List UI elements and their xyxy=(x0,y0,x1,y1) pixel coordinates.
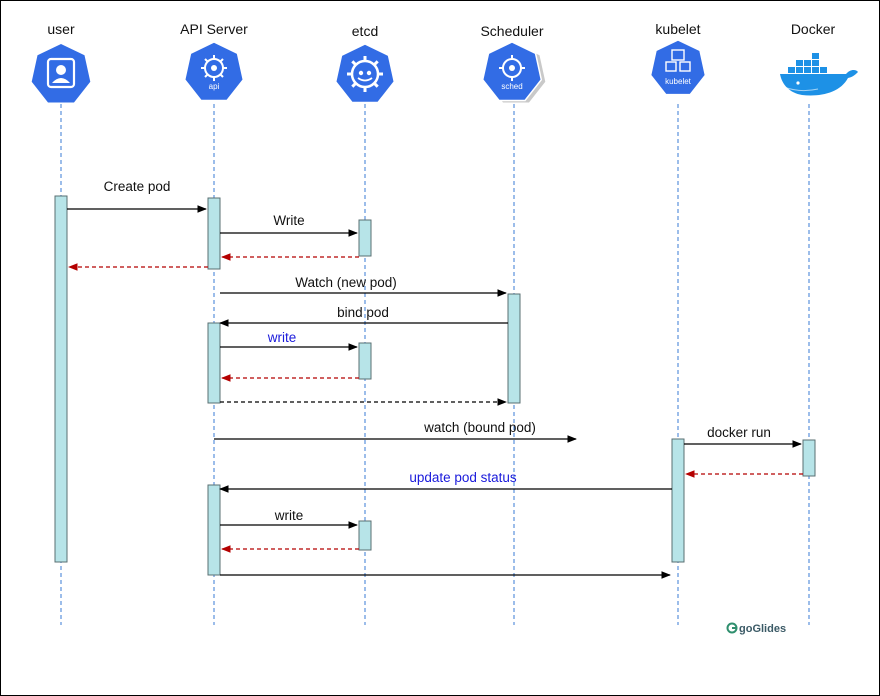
activations xyxy=(54,195,816,576)
activation-api-3 xyxy=(207,484,221,576)
api-badge-text: api xyxy=(209,82,220,91)
kubelet-icon: kubelet xyxy=(649,39,707,96)
activation-docker xyxy=(802,439,816,477)
message-label-docker-run: docker run xyxy=(707,425,771,440)
actor-label-kubelet: kubelet xyxy=(655,21,700,37)
sched-badge-text: sched xyxy=(501,82,522,91)
message-label-create-pod: Create pod xyxy=(104,179,171,194)
message-label-write-3: write xyxy=(274,508,304,523)
activation-etcd-1 xyxy=(358,219,372,257)
actor-label-docker: Docker xyxy=(791,21,836,37)
brand-name: goGlides xyxy=(739,623,786,635)
activation-api-2 xyxy=(207,322,221,404)
etcd-icon xyxy=(334,43,396,104)
brand-mark-icon xyxy=(726,622,738,634)
messages: Create pod Write Watch (new pod) bind po… xyxy=(67,179,803,579)
lifelines xyxy=(60,104,810,625)
activation-user xyxy=(54,195,68,563)
kubelet-badge-text: kubelet xyxy=(665,77,692,86)
activation-etcd-2 xyxy=(358,342,372,380)
brand-logo: goGlides xyxy=(726,622,786,635)
message-label-update-pod-status: update pod status xyxy=(409,470,517,485)
message-label-bind-pod: bind pod xyxy=(337,305,389,320)
message-label-write-2: write xyxy=(267,330,297,345)
activation-scheduler xyxy=(507,293,521,404)
message-label-write-1: Write xyxy=(273,213,304,228)
activation-api-1 xyxy=(207,197,221,270)
scheduler-icon: sched xyxy=(481,41,546,103)
actor-label-etcd: etcd xyxy=(352,23,378,39)
message-label-watch-bound-pod: watch (bound pod) xyxy=(423,420,536,435)
activation-etcd-3 xyxy=(358,520,372,551)
actor-label-user: user xyxy=(47,21,75,37)
user-icon xyxy=(31,44,91,103)
docker-whale-icon xyxy=(780,53,858,96)
activation-kubelet xyxy=(671,438,685,563)
message-label-watch-new-pod: Watch (new pod) xyxy=(295,275,397,290)
actor-label-api-server: API Server xyxy=(180,21,248,37)
api-server-icon: api xyxy=(183,41,245,102)
actor-label-scheduler: Scheduler xyxy=(480,23,543,39)
